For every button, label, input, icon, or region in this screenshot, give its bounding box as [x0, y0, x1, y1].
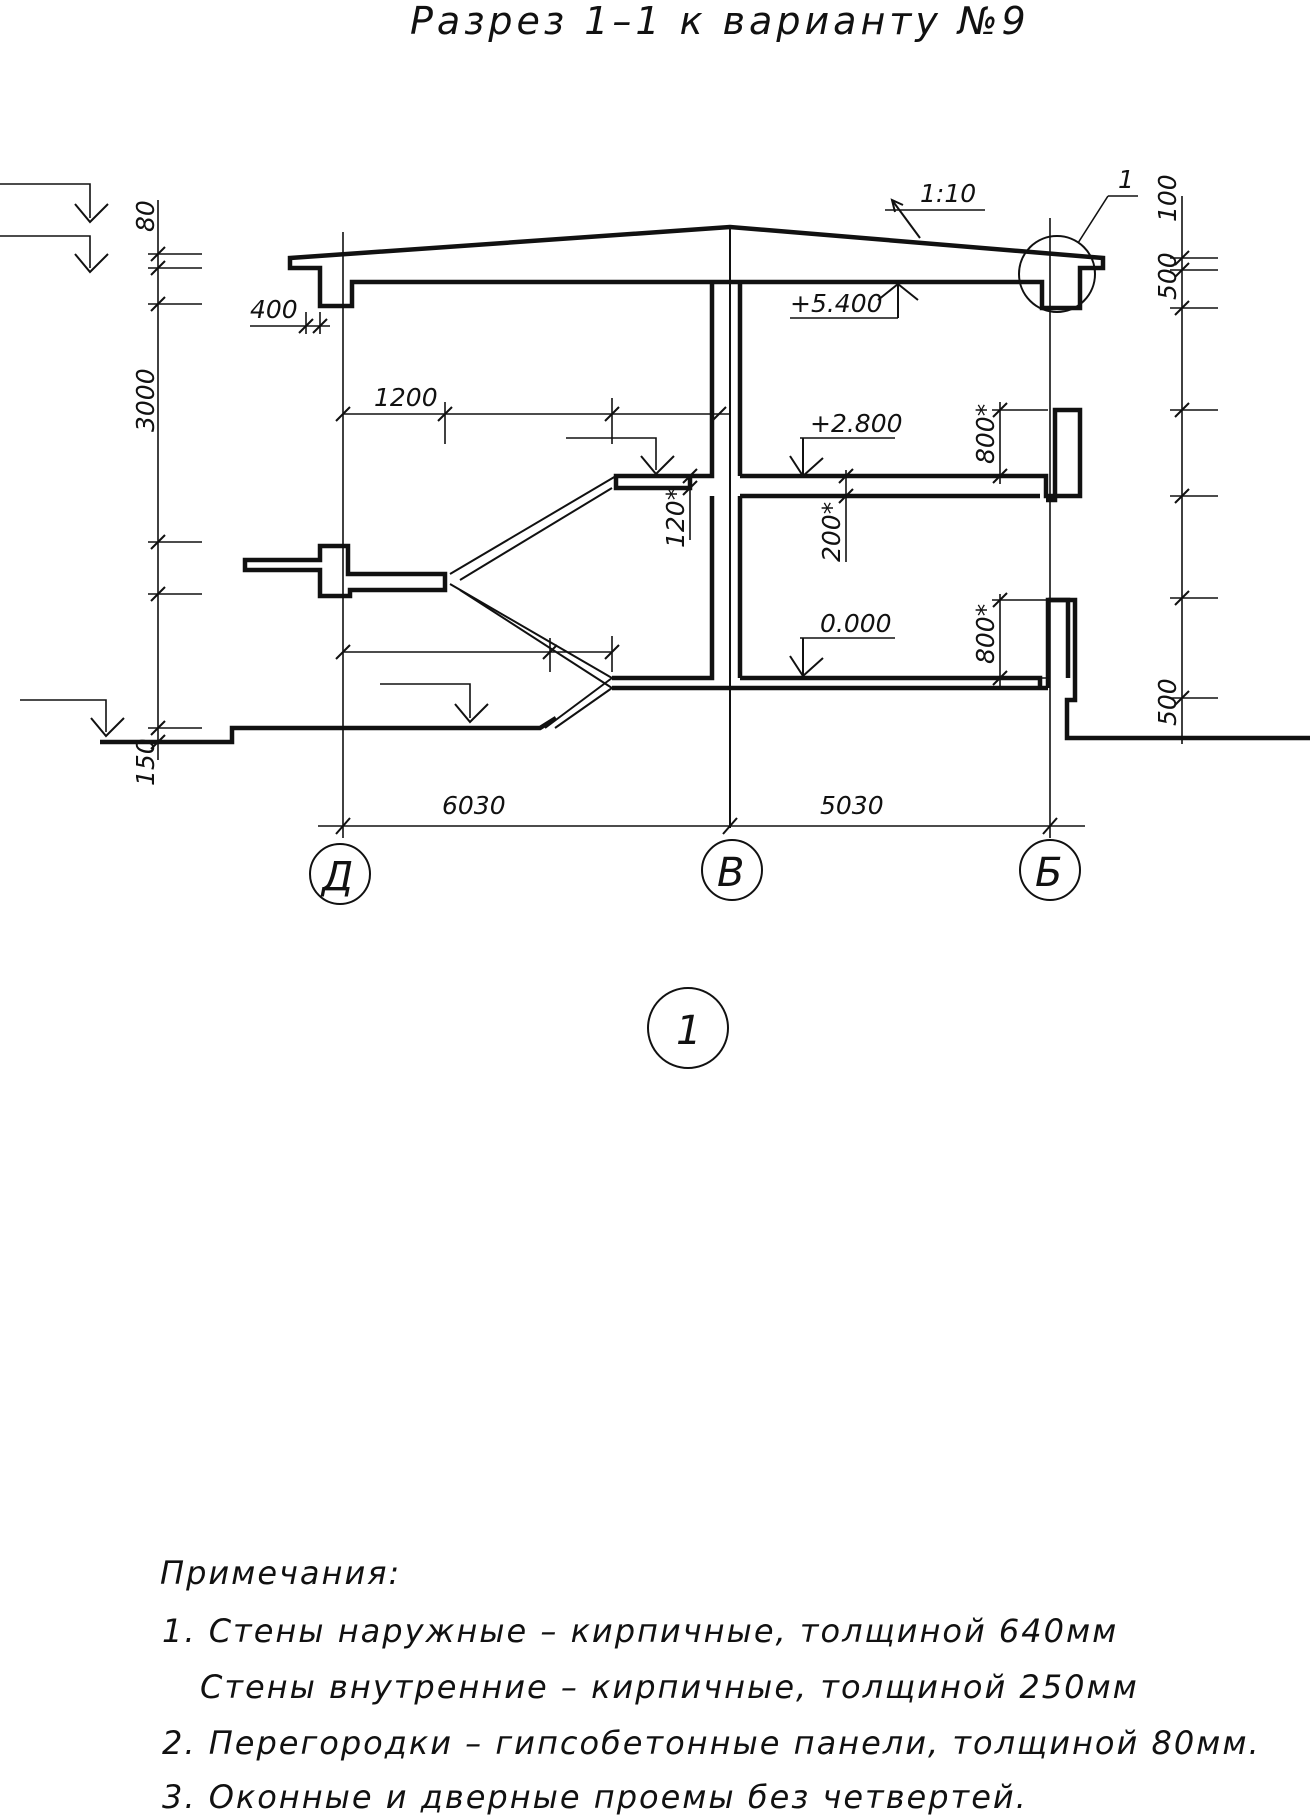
dim-1200: 1200: [374, 383, 438, 412]
dim-500-bot: 500: [1153, 678, 1182, 726]
axis-marker-v: В: [701, 839, 763, 901]
axis-label-b: Б: [1035, 850, 1062, 896]
notes: Примечания: 1. Стены наружные – кирпичны…: [160, 1554, 1261, 1816]
axis-marker-d: Д: [309, 843, 371, 905]
dim-120: 120*: [661, 488, 690, 548]
slope-label: 1:10: [920, 179, 976, 208]
dimension-right: 100 500 500: [1153, 174, 1218, 744]
span-left: 6030: [442, 791, 506, 820]
axis-marker-b: Б: [1019, 839, 1081, 901]
section-mark: 1: [647, 987, 729, 1069]
dim-500-top: 500: [1153, 252, 1182, 300]
axis-lines: 6030 5030: [318, 218, 1085, 838]
axis-markers: Д В Б: [309, 839, 1081, 905]
section-number: 1: [676, 1008, 701, 1054]
axis-label-d: Д: [320, 854, 353, 900]
drawing-title: Разрез 1–1 к варианту №9: [410, 0, 1030, 43]
structure: [100, 284, 1310, 745]
note-2: 2. Перегородки – гипсобетонные панели, т…: [162, 1724, 1261, 1762]
dim-3000: 3000: [131, 368, 160, 432]
detail-callout: 1: [1018, 165, 1138, 313]
axis-label-v: В: [717, 850, 744, 896]
level-floor1: 0.000: [820, 609, 892, 638]
dim-150: 150: [131, 738, 160, 786]
dim-80: 80: [131, 200, 160, 232]
dim-400: 400: [250, 295, 298, 324]
notes-header: Примечания:: [160, 1554, 401, 1592]
dim-200: 200*: [817, 502, 846, 562]
dimension-left: 80 3000 150 400 1200: [131, 200, 730, 786]
note-1b: Стены внутренние – кирпичные, толщиной 2…: [200, 1668, 1139, 1706]
dim-800-bot: 800*: [971, 604, 1000, 664]
dimension-inner: 120* 200* 800* 800*: [661, 402, 1048, 686]
level-marks: +5.400 +2.800 0.000: [0, 183, 919, 738]
callout-number: 1: [1118, 165, 1134, 194]
note-3: 3. Оконные и дверные проемы без четверте…: [162, 1778, 1028, 1816]
roof-slope-mark: 1:10: [885, 179, 985, 239]
note-1a: 1. Стены наружные – кирпичные, толщиной …: [162, 1612, 1118, 1650]
level-top: +5.400: [790, 289, 883, 318]
span-right: 5030: [820, 791, 884, 820]
level-floor2: +2.800: [810, 409, 903, 438]
dim-800-top: 800*: [971, 404, 1000, 464]
roof: [287, 224, 1106, 828]
dim-100: 100: [1153, 174, 1182, 222]
